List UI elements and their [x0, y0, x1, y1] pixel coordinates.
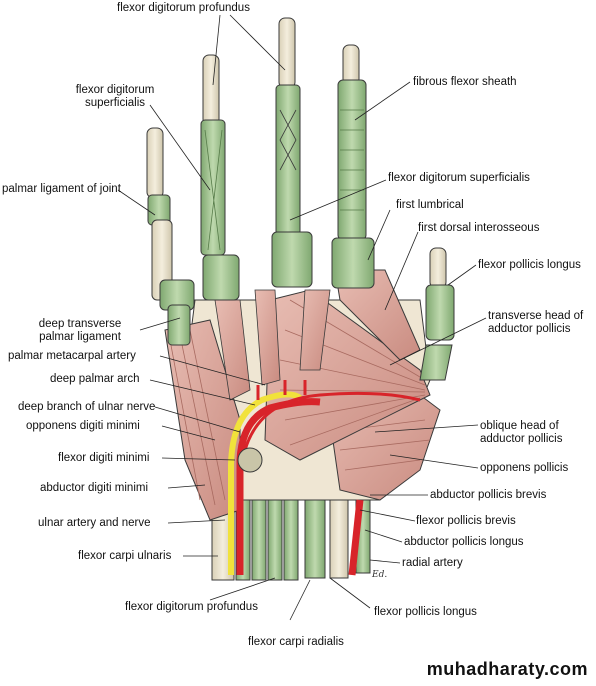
label-flexor-carpi-ulnaris: flexor carpi ulnaris: [78, 550, 172, 562]
label-deep-transverse-palmar-ligament: deep transverse palmar ligament: [22, 318, 138, 344]
label-fds-right: flexor digitorum superficialis: [388, 172, 530, 184]
label-fdp-bottom: flexor digitorum profundus: [125, 601, 258, 613]
label-deep-branch-ulnar-nerve: deep branch of ulnar nerve: [18, 401, 156, 413]
label-abductor-digiti-minimi: abductor digiti minimi: [40, 482, 149, 494]
artist-signature: Ed.: [372, 570, 388, 580]
label-deep-transverse-line2: palmar ligament: [39, 331, 121, 343]
label-abductor-pollicis-brevis: abductor pollicis brevis: [430, 489, 547, 501]
label-ulnar-artery-and-nerve: ulnar artery and nerve: [38, 517, 151, 529]
label-deep-palmar-arch: deep palmar arch: [50, 373, 140, 385]
label-fds-left-line2: superficialis: [84, 97, 146, 109]
label-first-lumbrical: first lumbrical: [396, 199, 464, 211]
ulnar-artery: [236, 398, 321, 575]
little-finger: [146, 127, 195, 346]
label-oblique-head: oblique head of adductor pollicis: [480, 420, 562, 446]
label-opponens-digiti-minimi: opponens digiti minimi: [26, 420, 140, 432]
label-fibrous-flexor-sheath: fibrous flexor sheath: [413, 76, 517, 88]
label-palmar-metacarpal-artery: palmar metacarpal artery: [8, 350, 136, 362]
label-fpl-bottom: flexor pollicis longus: [374, 606, 477, 618]
label-transverse-head: transverse head of adductor pollicis: [488, 310, 583, 336]
label-transverse-head-line1: transverse head of: [488, 310, 584, 322]
label-oblique-head-line2: adductor pollicis: [480, 433, 563, 445]
label-flexor-pollicis-brevis: flexor pollicis brevis: [416, 515, 516, 527]
thumb: [419, 247, 455, 381]
label-abductor-pollicis-longus: abductor pollicis longus: [404, 536, 524, 548]
leader-lines: [117, 14, 487, 621]
label-fds-left-line1: flexor digitorum: [75, 84, 155, 96]
label-radial-artery: radial artery: [402, 557, 463, 569]
label-deep-transverse-line1: deep transverse: [38, 318, 122, 330]
label-flexor-digiti-minimi: flexor digiti minimi: [58, 452, 150, 464]
label-palmar-ligament-of-joint: palmar ligament of joint: [2, 183, 121, 195]
ulnar-nerve: [228, 391, 302, 575]
deep-palmar-arch: [243, 391, 421, 451]
label-fds-left: flexor digitorum superficialis: [70, 84, 160, 110]
label-fdp-top: flexor digitorum profundus: [117, 2, 250, 14]
middle-finger: [271, 17, 313, 288]
label-opponens-pollicis: opponens pollicis: [480, 462, 569, 474]
label-fpl-top: flexor pollicis longus: [478, 259, 581, 271]
label-flexor-carpi-radialis: flexor carpi radialis: [248, 636, 344, 648]
index-finger: [331, 44, 375, 289]
radial-artery: [348, 499, 364, 576]
ring-finger: [200, 54, 240, 301]
label-first-dorsal-interosseous: first dorsal interosseous: [418, 222, 540, 234]
label-transverse-head-line2: adductor pollicis: [488, 323, 571, 335]
label-oblique-head-line1: oblique head of: [480, 420, 559, 432]
watermark-text: muhadharaty.com: [426, 659, 588, 679]
